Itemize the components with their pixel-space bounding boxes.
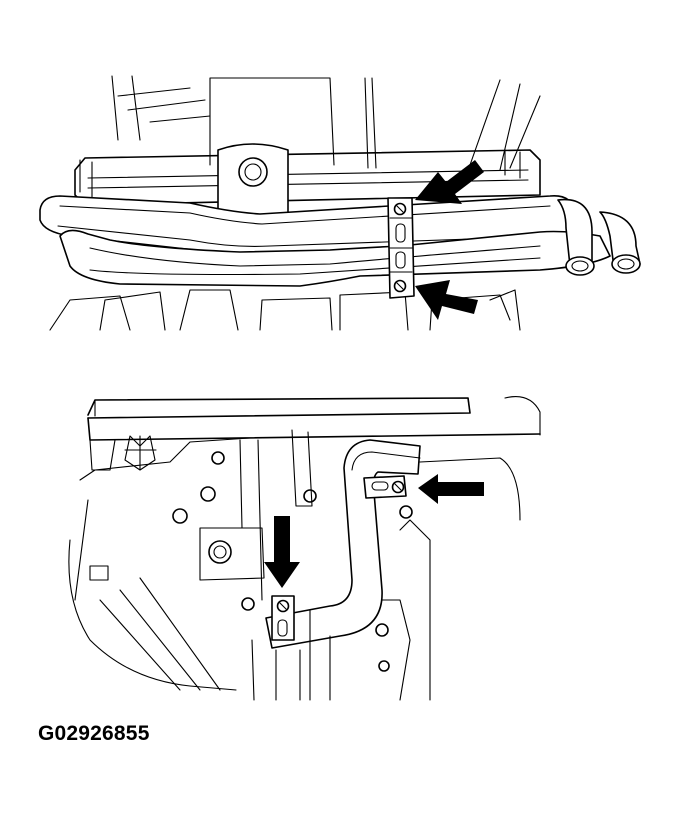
- figure-code: G02926855: [38, 722, 150, 745]
- lower-view: [68, 396, 541, 701]
- callout-arrow: [264, 516, 300, 588]
- callout-arrow: [418, 474, 484, 504]
- callout-arrow: [415, 160, 484, 204]
- callout-arrow: [415, 280, 478, 320]
- upper-view: [39, 75, 641, 331]
